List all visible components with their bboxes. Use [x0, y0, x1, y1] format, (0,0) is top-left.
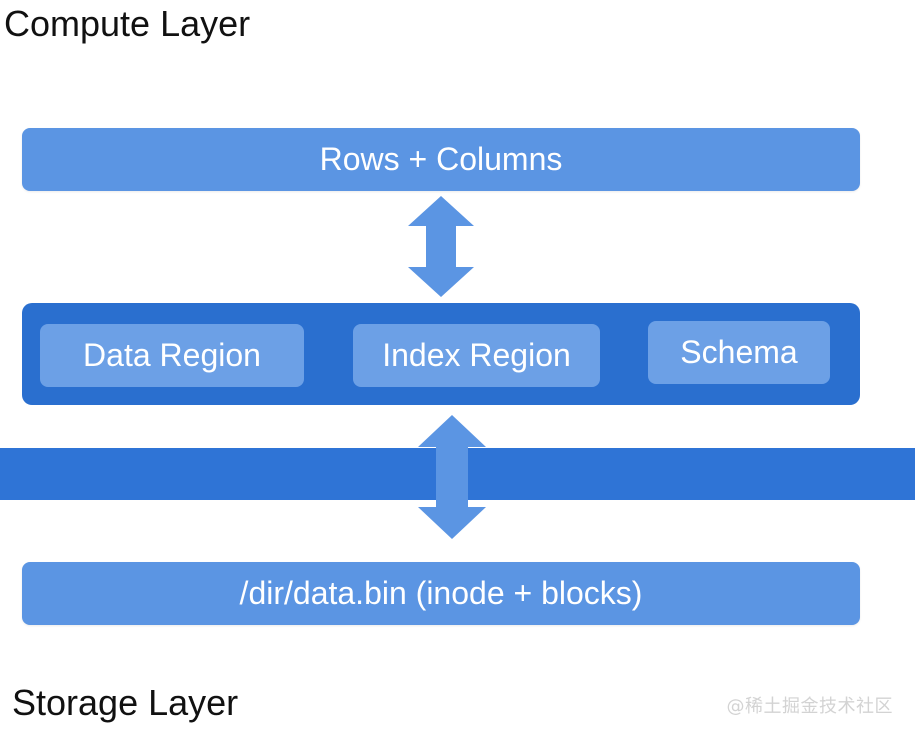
- schema-box: Schema: [648, 321, 830, 384]
- index-region-label: Index Region: [382, 337, 571, 373]
- file-label: /dir/data.bin (inode + blocks): [239, 575, 643, 611]
- double-arrow-icon: [408, 196, 474, 297]
- rows-columns-bar: Rows + Columns: [22, 128, 860, 191]
- schema-label: Schema: [680, 334, 798, 370]
- data-region-box: Data Region: [40, 324, 304, 387]
- region-container: Data Region Index Region Schema: [22, 303, 860, 405]
- watermark: @稀土掘金技术社区: [726, 696, 893, 717]
- storage-layer-title: Storage Layer: [12, 682, 239, 723]
- file-bar: /dir/data.bin (inode + blocks): [22, 562, 860, 625]
- double-arrow-icon: [418, 415, 486, 539]
- index-region-box: Index Region: [353, 324, 600, 387]
- data-region-label: Data Region: [83, 337, 261, 373]
- rows-columns-label: Rows + Columns: [319, 141, 563, 177]
- compute-layer-title: Compute Layer: [4, 3, 251, 44]
